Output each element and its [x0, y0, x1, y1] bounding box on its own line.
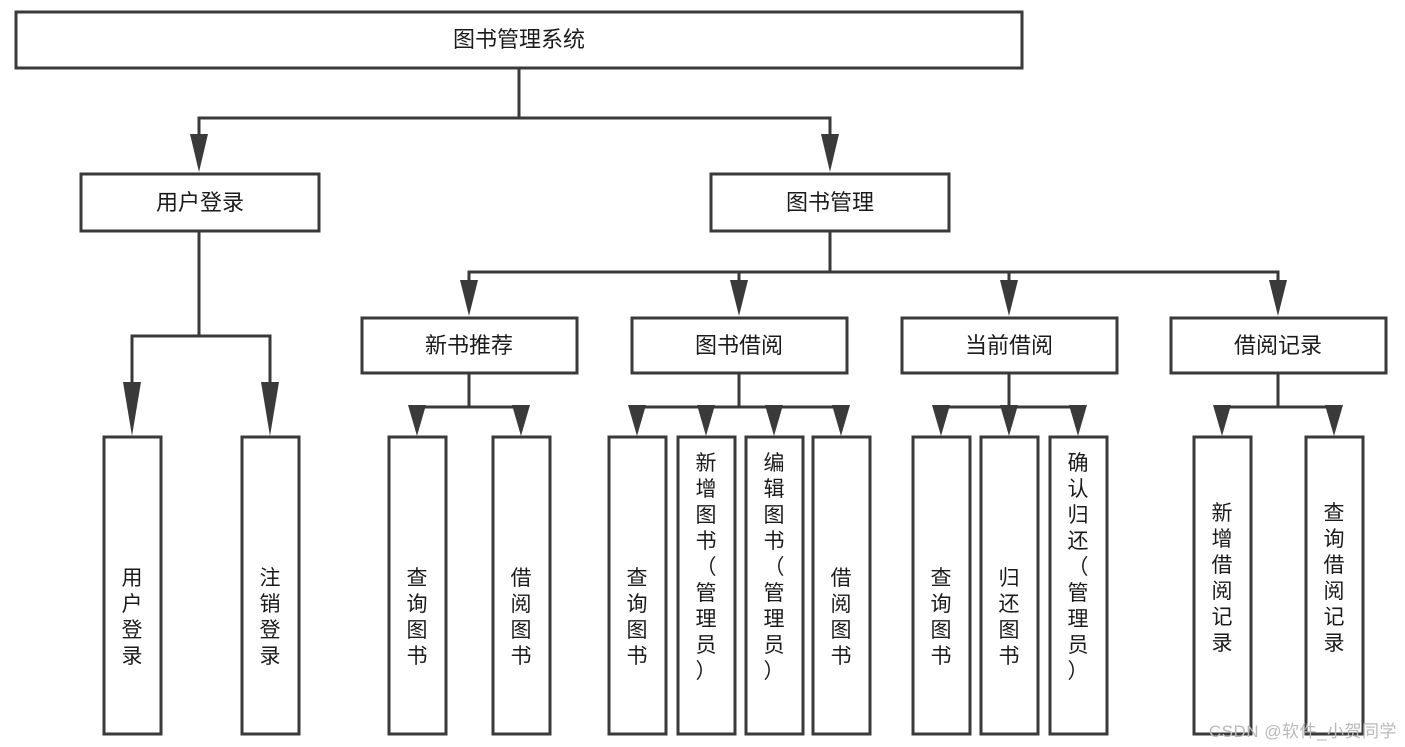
node-leaf-borrow-book-2-box[interactable] — [811, 435, 872, 736]
node-leaf-add-book[interactable]: 新增图书（管理员） — [676, 435, 737, 736]
node-leaf-borrow-book-1-label: 借阅图书 — [511, 567, 532, 668]
node-leaf-query-book-3[interactable]: 查询图书 — [911, 435, 972, 736]
node-leaf-query-book-2-label: 查询图书 — [627, 567, 648, 668]
connectors-root-to-level2 — [190, 66, 839, 172]
node-leaf-confirm-return-box[interactable] — [1048, 435, 1109, 736]
node-root-box[interactable] — [14, 10, 1024, 70]
node-leaf-return-book[interactable]: 归还图书 — [979, 435, 1040, 736]
arrowhead-book-management — [821, 134, 839, 172]
arrowhead-book-borrow — [730, 280, 748, 316]
csdn-watermark: CSDN @软件_小贺同学 — [1208, 722, 1397, 741]
node-book-management-box[interactable] — [709, 172, 951, 233]
arrowhead-leaf-query-book-1 — [408, 405, 426, 436]
node-leaf-add-record-label: 新增借阅记录 — [1212, 502, 1233, 655]
node-book-management-label: 图书管理 — [786, 190, 874, 215]
connectors-current-borrow-to-leaves — [932, 371, 1087, 436]
node-leaf-borrow-book-2[interactable]: 借阅图书 — [811, 435, 872, 736]
node-leaf-logout[interactable]: 注销登录 — [240, 435, 301, 736]
connectors-borrow-record-to-leaves — [1213, 371, 1343, 436]
node-new-book-recommend-box[interactable] — [360, 316, 579, 375]
arrowhead-leaf-logout — [261, 382, 279, 436]
arrowhead-leaf-query-record — [1325, 405, 1343, 436]
node-current-borrow-box[interactable] — [900, 316, 1119, 375]
node-root-label: 图书管理系统 — [453, 27, 585, 52]
node-leaf-edit-book-label: 编辑图书（管理员） — [764, 452, 785, 683]
arrowhead-leaf-edit-book — [765, 405, 783, 436]
node-borrow-record-box[interactable] — [1169, 316, 1388, 375]
node-leaf-borrow-book-1[interactable]: 借阅图书 — [491, 435, 552, 736]
node-leaf-user-login[interactable]: 用户登录 — [102, 435, 163, 736]
node-leaf-query-book-1-box[interactable] — [387, 435, 448, 736]
node-current-borrow[interactable]: 当前借阅 — [900, 316, 1119, 375]
arrowhead-leaf-query-book-3 — [932, 405, 950, 436]
node-leaf-query-book-2[interactable]: 查询图书 — [607, 435, 668, 736]
node-leaf-query-book-1[interactable]: 查询图书 — [387, 435, 448, 736]
arrowhead-leaf-user-login — [123, 382, 141, 436]
node-leaf-edit-book[interactable]: 编辑图书（管理员） — [744, 435, 805, 736]
node-leaf-confirm-return[interactable]: 确认归还（管理员） — [1048, 435, 1109, 736]
arrowhead-leaf-borrow-book-1 — [512, 405, 530, 436]
node-book-borrow-label: 图书借阅 — [695, 333, 783, 358]
arrowhead-leaf-confirm-return — [1069, 405, 1087, 436]
node-leaf-query-record[interactable]: 查询借阅记录 — [1304, 435, 1365, 736]
node-leaf-add-book-box[interactable] — [676, 435, 737, 736]
node-leaf-query-book-3-label: 查询图书 — [931, 567, 952, 668]
node-leaf-query-record-box[interactable] — [1304, 435, 1365, 736]
node-borrow-record-label: 借阅记录 — [1234, 333, 1322, 358]
arrowhead-borrow-record — [1269, 280, 1287, 316]
arrowhead-leaf-add-record — [1213, 405, 1231, 436]
node-leaf-add-record[interactable]: 新增借阅记录 — [1192, 435, 1253, 736]
connectors-new-book-to-leaves — [408, 371, 530, 436]
node-book-borrow-box[interactable] — [630, 316, 849, 375]
node-leaf-confirm-return-label: 确认归还（管理员） — [1068, 452, 1089, 683]
node-current-borrow-label: 当前借阅 — [965, 333, 1053, 358]
connectors-book-management-to-level3 — [460, 229, 1287, 316]
arrowhead-new-book — [460, 280, 478, 316]
node-leaf-edit-book-box[interactable] — [744, 435, 805, 736]
node-leaf-user-login-label: 用户登录 — [122, 567, 143, 668]
node-user-login-label: 用户登录 — [156, 190, 244, 215]
node-root[interactable]: 图书管理系统 — [14, 10, 1024, 70]
node-user-login-box[interactable] — [79, 172, 321, 233]
node-leaf-logout-box[interactable] — [240, 435, 301, 736]
arrowhead-leaf-return-book — [1000, 405, 1018, 436]
arrowhead-leaf-borrow-book-2 — [832, 405, 850, 436]
node-leaf-query-book-2-box[interactable] — [607, 435, 668, 736]
node-leaf-user-login-box[interactable] — [102, 435, 163, 736]
arrowhead-current-borrow — [1000, 280, 1018, 316]
node-borrow-record[interactable]: 借阅记录 — [1169, 316, 1388, 375]
arrowhead-user-login — [190, 134, 208, 172]
connectors-user-login-to-leaves — [123, 229, 279, 436]
node-leaf-query-book-3-box[interactable] — [911, 435, 972, 736]
node-leaf-add-book-label: 新增图书（管理员） — [696, 452, 717, 683]
node-leaf-return-book-box[interactable] — [979, 435, 1040, 736]
node-new-book-recommend[interactable]: 新书推荐 — [360, 316, 579, 375]
node-leaf-query-record-label: 查询借阅记录 — [1324, 502, 1345, 655]
node-leaf-return-book-label: 归还图书 — [999, 567, 1020, 668]
node-new-book-recommend-label: 新书推荐 — [425, 333, 513, 358]
connectors-book-borrow-to-leaves — [628, 371, 850, 436]
arrowhead-leaf-query-book-2 — [628, 405, 646, 436]
node-leaf-borrow-book-2-label: 借阅图书 — [831, 567, 852, 668]
node-leaf-query-book-1-label: 查询图书 — [407, 567, 428, 668]
node-leaf-borrow-book-1-box[interactable] — [491, 435, 552, 736]
arrowhead-leaf-add-book — [697, 405, 715, 436]
node-book-borrow[interactable]: 图书借阅 — [630, 316, 849, 375]
node-book-management[interactable]: 图书管理 — [709, 172, 951, 233]
node-leaf-logout-label: 注销登录 — [260, 567, 281, 668]
node-leaf-add-record-box[interactable] — [1192, 435, 1253, 736]
node-user-login[interactable]: 用户登录 — [79, 172, 321, 233]
